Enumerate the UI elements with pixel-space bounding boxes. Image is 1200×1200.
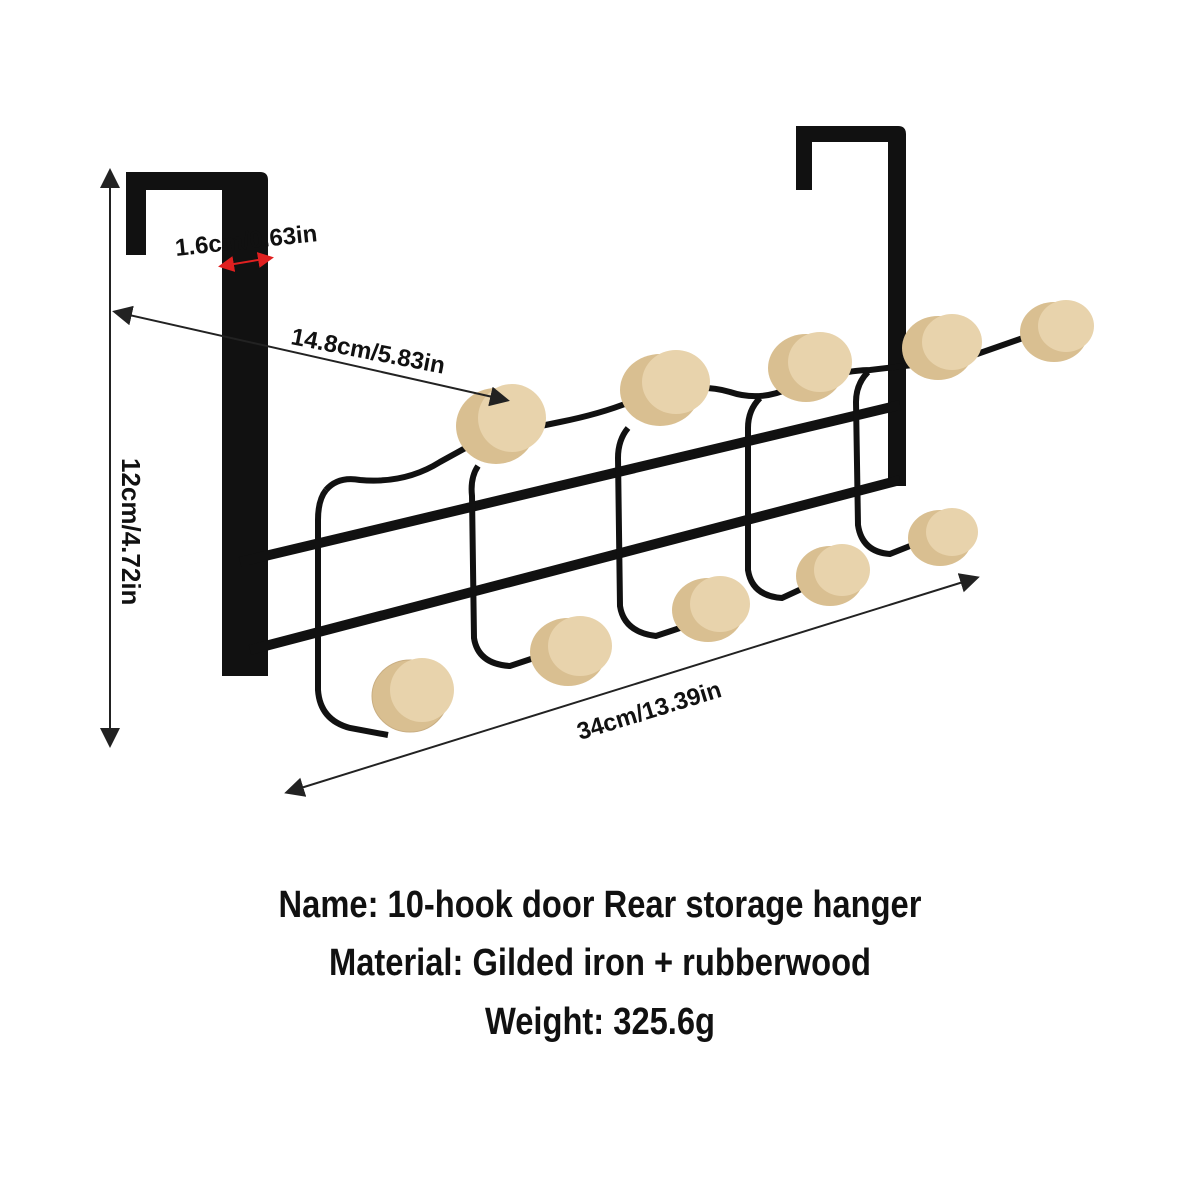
product-material-line: Material: Gilded iron + rubberwood — [328, 942, 871, 984]
top-wood-knobs — [456, 300, 1094, 464]
left-door-bracket — [126, 172, 268, 676]
upper-rail — [238, 400, 902, 567]
product-weight-line: Weight: 325.6g — [484, 1001, 716, 1043]
depth-label: 14.8cm/5.83in — [289, 323, 447, 379]
depth-dimension-line — [112, 305, 510, 407]
width-label: 34cm/13.39in — [574, 676, 725, 746]
width-dimension-line — [284, 573, 980, 797]
thickness-dimension-line — [218, 252, 274, 272]
height-label: 12cm/4.72in — [116, 458, 146, 605]
product-name-line: Name: 10-hook door Rear storage hanger — [278, 884, 922, 926]
right-door-bracket — [796, 126, 906, 486]
